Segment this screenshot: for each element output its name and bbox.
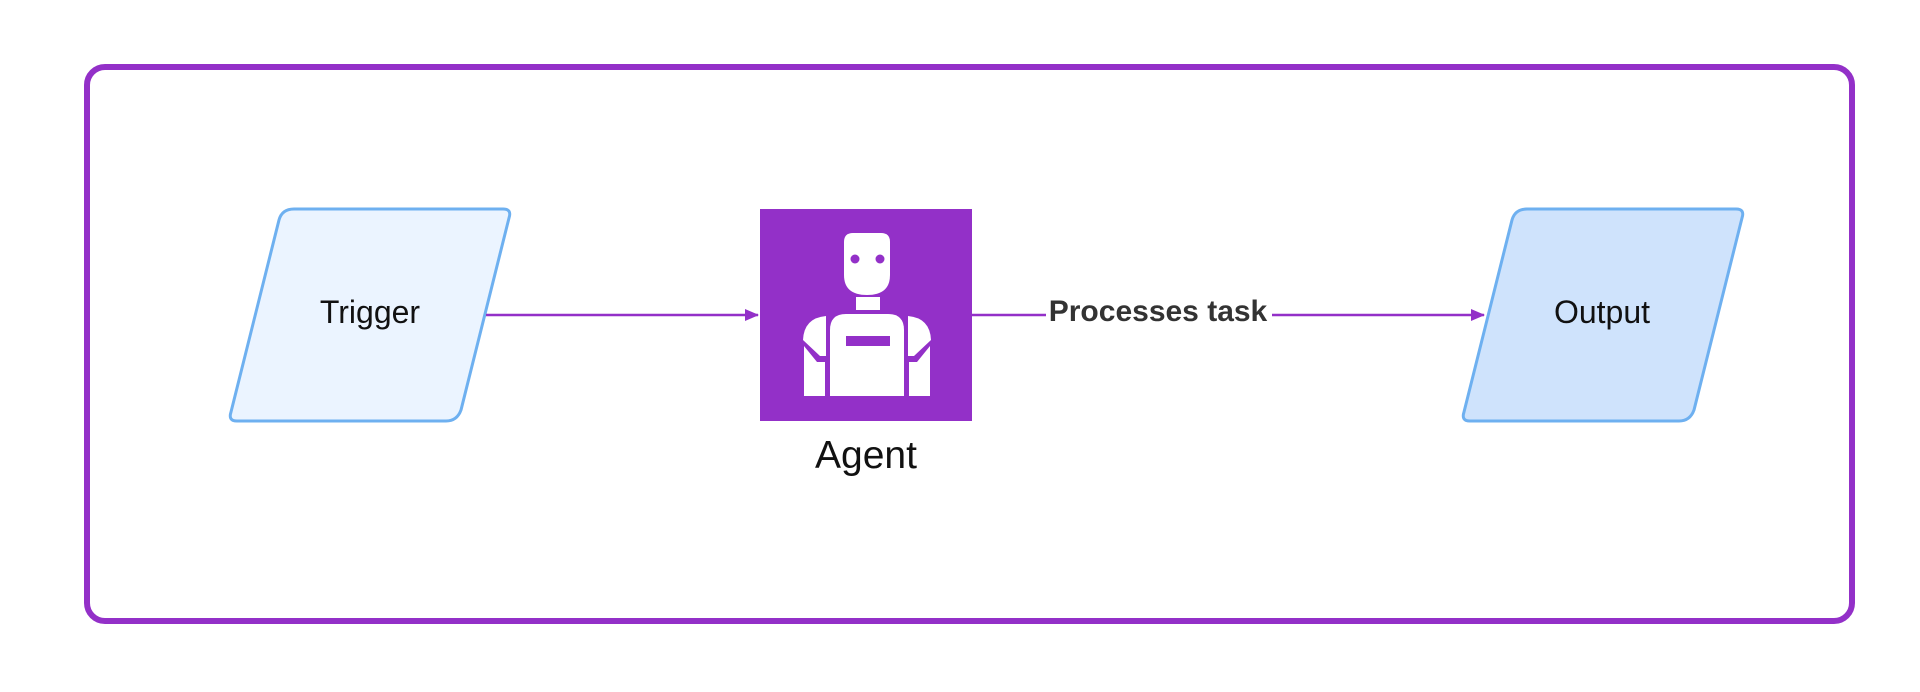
agent-label: Agent [815, 434, 917, 477]
agent-node[interactable]: Agent [760, 209, 972, 477]
diagram-container [84, 64, 1855, 624]
output-label: Output [1554, 294, 1650, 330]
trigger-shape [228, 207, 512, 423]
robot-icon [803, 233, 931, 396]
edge-agent-to-output: Processes task [972, 295, 1485, 328]
output-shape [1461, 207, 1745, 423]
trigger-label: Trigger [320, 294, 421, 330]
edge-label-processes-task: Processes task [1049, 295, 1268, 328]
output-node[interactable]: Output [1461, 207, 1745, 423]
trigger-node[interactable]: Trigger [228, 207, 512, 423]
